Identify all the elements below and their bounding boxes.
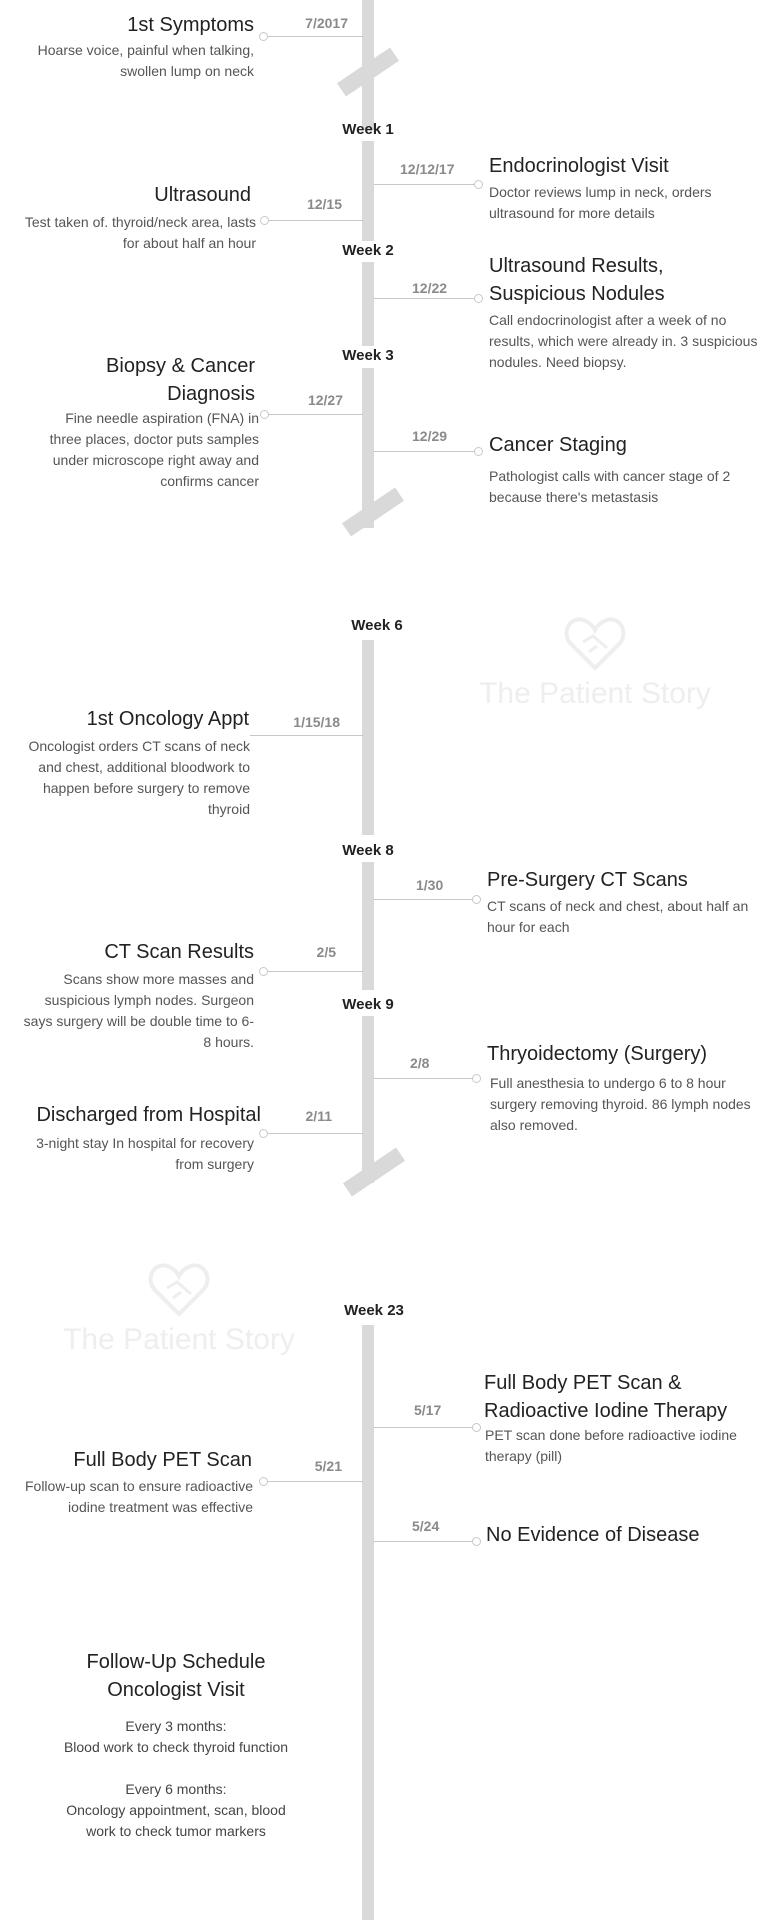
connector-dot (474, 294, 483, 303)
event-title: Pre-Surgery CT Scans (487, 869, 688, 891)
timeline-spine-8 (362, 1325, 374, 1920)
watermark-text: The Patient Story (479, 677, 711, 710)
event-title: No Evidence of Disease (486, 1524, 700, 1546)
event-description: Pathologist calls with cancer stage of 2… (489, 468, 731, 505)
connector-dot (472, 895, 481, 904)
followup-every3-text: Blood work to check thyroid function (63, 1739, 289, 1755)
connector-line (374, 1427, 476, 1428)
event-description: Call endocrinologist after a week of no … (489, 312, 758, 370)
followup-every6-heading: Every 6 months: (125, 1781, 227, 1797)
event-title: 1st Symptoms (127, 14, 254, 36)
watermark: The Patient Story (24, 1258, 334, 1357)
timeline-break-mark (342, 1147, 406, 1197)
event-title: Full Body PET Scan (73, 1449, 252, 1471)
timeline-spine-7 (362, 1016, 374, 1183)
connector-dot (259, 967, 268, 976)
event-date: 2/5 (316, 944, 336, 960)
connector-line (374, 451, 478, 452)
heart-handshake-icon (148, 1263, 210, 1317)
event-description: Test taken of. thyroid/neck area, lasts … (24, 214, 256, 251)
event-description: Fine needle aspiration (FNA) in three pl… (49, 410, 259, 489)
connector-line (374, 1541, 476, 1542)
connector-line (250, 735, 363, 736)
event-date: 5/21 (314, 1458, 342, 1474)
event-date: 7/2017 (305, 15, 348, 31)
connector-line (374, 1078, 476, 1079)
connector-line (374, 184, 478, 185)
connector-line (263, 1481, 363, 1482)
event-description: 3-night stay In hospital for recovery fr… (36, 1135, 254, 1172)
event-description: Full anesthesia to undergo 6 to 8 hour s… (490, 1075, 751, 1133)
connector-dot (474, 180, 483, 189)
event-description: Hoarse voice, painful when talking, swol… (37, 42, 254, 79)
connector-line (374, 298, 478, 299)
week-label: Week 2 (342, 242, 394, 259)
week-label: Week 3 (342, 347, 394, 364)
event-description: Oncologist orders CT scans of neck and c… (28, 738, 250, 817)
event-title: Discharged from Hospital (36, 1104, 261, 1126)
timeline-spine-2 (362, 141, 374, 241)
connector-dot (472, 1074, 481, 1083)
timeline-spine-6 (362, 862, 374, 990)
connector-line (263, 36, 363, 37)
connector-line (264, 414, 363, 415)
connector-dot (260, 410, 269, 419)
event-date: 5/24 (412, 1518, 440, 1534)
connector-dot (259, 1477, 268, 1486)
connector-line (374, 899, 476, 900)
timeline-spine-4 (362, 368, 374, 528)
followup-every6-text: Oncology appointment, scan, blood work t… (66, 1802, 286, 1839)
event-date: 12/27 (307, 392, 343, 408)
connector-dot (260, 216, 269, 225)
watermark: The Patient Story (440, 612, 750, 711)
event-description: PET scan done before radioactive iodine … (485, 1427, 737, 1464)
timeline-spine-3 (362, 262, 374, 346)
event-description: CT scans of neck and chest, about half a… (487, 898, 749, 935)
connector-dot (472, 1423, 481, 1432)
event-date: 2/8 (410, 1055, 430, 1071)
event-description: Doctor reviews lump in neck, orders ultr… (489, 184, 712, 221)
followup-every3-heading: Every 3 months: (125, 1718, 227, 1734)
event-title: Full Body PET Scan & Radioactive Iodine … (484, 1372, 728, 1422)
event-title: CT Scan Results (104, 941, 254, 963)
event-date: 5/17 (414, 1402, 442, 1418)
followup-title: Follow-Up Schedule Oncologist Visit (86, 1651, 266, 1701)
event-description: Follow-up scan to ensure radioactive iod… (24, 1478, 253, 1515)
connector-line (263, 971, 363, 972)
timeline-spine-5 (362, 640, 374, 835)
watermark-text: The Patient Story (63, 1323, 295, 1356)
connector-dot (259, 1129, 268, 1138)
event-title: 1st Oncology Appt (86, 708, 249, 730)
event-title: Endocrinologist Visit (489, 155, 669, 177)
week-label: Week 8 (342, 842, 394, 859)
connector-line (264, 220, 363, 221)
connector-dot (259, 32, 268, 41)
event-date: 12/15 (306, 196, 342, 212)
event-date: 12/12/17 (400, 161, 455, 177)
event-date: 12/22 (412, 280, 448, 296)
event-date: 12/29 (412, 428, 448, 444)
event-date: 1/30 (416, 877, 444, 893)
connector-dot (472, 1537, 481, 1546)
week-label: Week 23 (344, 1302, 404, 1319)
week-label: Week 9 (342, 996, 394, 1013)
connector-dot (474, 447, 483, 456)
followup-schedule: Follow-Up Schedule Oncologist Visit Ever… (20, 1648, 332, 1842)
event-title: Ultrasound (154, 184, 251, 206)
event-date: 2/11 (305, 1108, 332, 1124)
event-date: 1/15/18 (293, 714, 340, 730)
event-title: Cancer Staging (489, 434, 627, 456)
event-title: Biopsy & Cancer Diagnosis (106, 355, 255, 405)
event-title: Ultrasound Results, Suspicious Nodules (489, 255, 665, 305)
week-label: Week 6 (351, 617, 403, 634)
week-label: Week 1 (342, 121, 394, 138)
event-title: Thryoidectomy (Surgery) (487, 1043, 708, 1065)
heart-handshake-icon (564, 617, 626, 671)
event-description: Scans show more masses and suspicious ly… (23, 971, 254, 1050)
connector-line (263, 1133, 363, 1134)
